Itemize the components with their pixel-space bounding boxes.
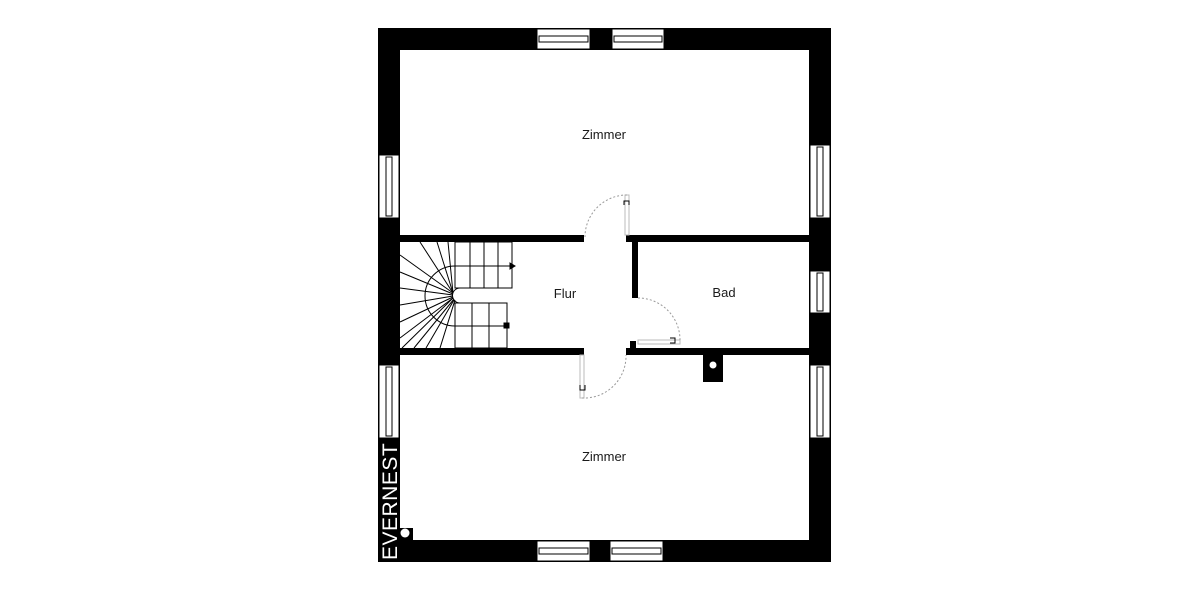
window-top-left [536,28,591,50]
doors [579,194,681,399]
window-bottom-left [536,540,591,562]
window-left-upper [378,154,400,219]
door-zimmer-top [584,194,630,238]
room-label-zimmer-bottom: Zimmer [582,449,627,464]
window-right-upper [809,144,831,219]
room-label-flur: Flur [554,286,577,301]
window-top-right [611,28,665,50]
brand-text: EVERNEST [379,443,402,560]
room-label-bad: Bad [712,285,735,300]
interior-walls [400,235,809,355]
chimney [703,355,723,382]
window-left-lower [378,364,400,439]
window-bottom-right [609,540,664,562]
room-label-zimmer-top: Zimmer [582,127,627,142]
window-right-bath [809,270,831,314]
door-bad [637,297,681,345]
windows [378,28,831,562]
staircase [399,241,516,349]
outer-walls [378,28,831,562]
brand-logo: EVERNEST [378,438,413,562]
window-right-lower [809,364,831,439]
door-zimmer-bottom [579,354,627,399]
